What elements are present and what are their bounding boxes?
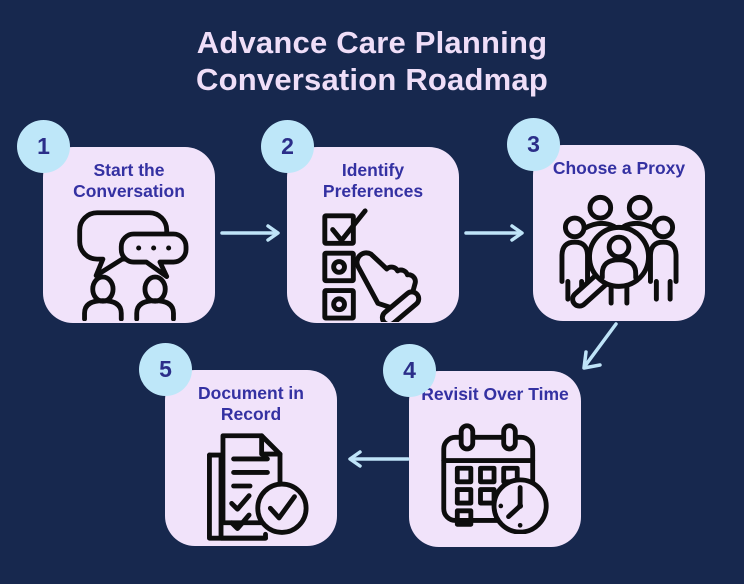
page-title-line1: Advance Care Planning [196, 25, 548, 60]
checklist-hand-icon [287, 203, 459, 323]
step-card-4: 4 Revisit Over Time [383, 344, 581, 547]
calendar-clock-icon [409, 405, 581, 547]
step-number-badge: 5 [139, 343, 192, 396]
flow-arrow-3-4 [576, 320, 624, 374]
step-card-2: 2 Identify Preferences [261, 120, 459, 323]
page-title-line2: Conversation Roadmap [196, 62, 548, 98]
step-title: Revisit Over Time [421, 384, 569, 404]
step-card-1: 1 Start the Conversation [17, 120, 215, 323]
step-number: 5 [159, 356, 172, 382]
step-card-3: 3 Choose a Proxy [507, 118, 705, 321]
step-card-5: 5 Document in Record [139, 343, 337, 546]
step-number-badge: 1 [17, 120, 70, 173]
step-title: Start the Conversation [73, 160, 185, 202]
step-number-badge: 2 [261, 120, 314, 173]
group-magnifier-icon [533, 179, 705, 321]
step-number: 1 [37, 133, 50, 159]
flow-arrow-1-2 [220, 224, 284, 242]
page-title: Advance Care Planning Conversation Roadm… [0, 24, 744, 98]
step-number: 4 [403, 357, 416, 383]
conversation-icon [43, 203, 215, 323]
step-number: 3 [527, 131, 540, 157]
flow-arrow-4-5 [342, 450, 410, 468]
step-title: Choose a Proxy [552, 158, 686, 178]
step-number-badge: 3 [507, 118, 560, 171]
step-number-badge: 4 [383, 344, 436, 397]
documents-check-icon [165, 426, 337, 546]
flow-arrow-2-3 [464, 224, 528, 242]
step-number: 2 [281, 133, 294, 159]
step-title: Document in Record [198, 383, 304, 425]
step-title: Identify Preferences [322, 160, 424, 202]
